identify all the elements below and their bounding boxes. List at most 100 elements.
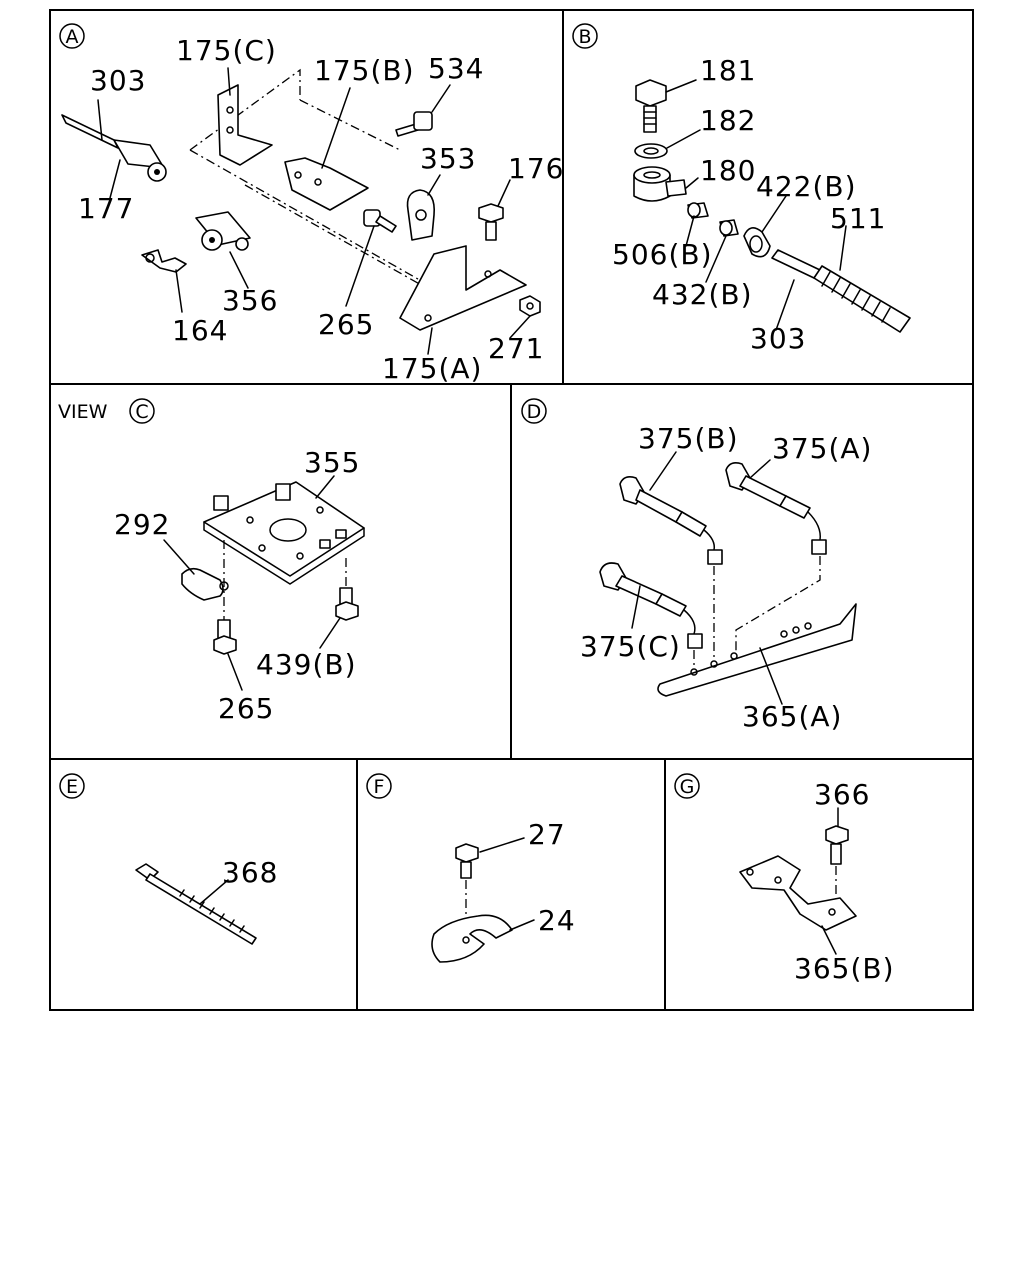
panel-a-letter: A	[66, 26, 79, 48]
panel-e: E 368	[59, 773, 278, 945]
panel-a-leaders	[97, 67, 531, 355]
label-265-a: 265	[318, 308, 374, 341]
sensor-375a	[725, 462, 827, 555]
label-303-b: 303	[750, 322, 806, 355]
label-368: 368	[222, 856, 278, 889]
panel-d-letter: D	[527, 401, 542, 423]
panel-d-marker: D	[521, 398, 547, 424]
panel-f-frame	[356, 758, 666, 1011]
label-355: 355	[304, 446, 360, 479]
nut-271	[519, 295, 541, 317]
bolt-439b	[335, 587, 359, 621]
label-175b: 175(B)	[314, 54, 415, 87]
panel-e-frame	[49, 758, 358, 1011]
bracket-175a	[399, 245, 527, 331]
label-24: 24	[538, 904, 576, 937]
label-375b: 375(B)	[638, 422, 739, 455]
panel-e-marker: E	[59, 773, 85, 799]
leader-365b	[821, 925, 837, 955]
label-271: 271	[488, 332, 544, 365]
label-366: 366	[814, 778, 870, 811]
label-365a: 365(A)	[742, 700, 842, 733]
panel-g-frame	[664, 758, 974, 1011]
panel-d: D	[521, 398, 872, 733]
bolt-27	[455, 843, 479, 879]
bolt-176	[478, 203, 504, 241]
bolt-181	[635, 79, 667, 133]
connector-356	[195, 211, 251, 251]
panel-frames	[49, 9, 974, 1011]
label-353: 353	[420, 142, 476, 175]
leader-27	[479, 837, 525, 853]
panel-f-marker: F	[366, 773, 392, 799]
label-506b: 506(B)	[612, 238, 713, 271]
label-303-a: 303	[90, 64, 146, 97]
panel-c-marker: VIEW C	[58, 398, 155, 424]
elbow-164	[141, 249, 187, 273]
label-534: 534	[428, 52, 484, 85]
fitting-506b	[687, 202, 709, 219]
nut-422b	[743, 227, 771, 258]
panel-g: G 366 365(B)	[674, 773, 895, 985]
label-292: 292	[114, 508, 170, 541]
panel-f: F 27 24	[366, 773, 576, 963]
panel-d-leaders	[631, 451, 783, 705]
label-375c: 375(C)	[580, 630, 681, 663]
panel-a: A	[59, 23, 564, 385]
panel-c-frame	[49, 383, 512, 760]
clip-24	[431, 914, 513, 963]
panel-e-letter: E	[66, 776, 78, 798]
plate-355	[203, 481, 365, 585]
label-356: 356	[222, 284, 278, 317]
bracket-175b	[284, 157, 369, 211]
assembly-guide-a	[189, 68, 456, 301]
label-180: 180	[700, 154, 756, 187]
washer-182	[634, 143, 668, 159]
panel-b: B	[572, 23, 911, 355]
label-375a: 375(A)	[772, 432, 872, 465]
leader-24	[509, 919, 535, 931]
fitting-180	[633, 166, 687, 202]
panel-c-leaders	[163, 475, 341, 691]
bolt-534	[395, 111, 433, 137]
panel-g-letter: G	[680, 776, 695, 798]
cable-303-a	[61, 114, 167, 182]
panel-b-marker: B	[572, 23, 598, 49]
fitting-432b	[719, 219, 739, 237]
label-439b: 439(B)	[256, 648, 357, 681]
bracket-175c	[217, 84, 273, 166]
label-177: 177	[78, 192, 134, 225]
panel-b-letter: B	[578, 26, 591, 48]
bolt-265-c	[213, 619, 237, 655]
panel-a-marker: A	[59, 23, 85, 49]
label-164: 164	[172, 314, 228, 347]
cable-tie-368	[135, 863, 257, 945]
cable-511	[771, 249, 911, 333]
panel-c: VIEW C	[58, 398, 365, 725]
panel-b-leaders	[665, 79, 847, 331]
label-175c: 175(C)	[176, 34, 277, 67]
label-182: 182	[700, 104, 756, 137]
bolt-366	[825, 825, 849, 865]
panel-g-marker: G	[674, 773, 700, 799]
bracket-365a	[657, 603, 857, 697]
clamp-353	[406, 189, 436, 241]
label-265-c: 265	[218, 692, 274, 725]
clip-292	[181, 567, 229, 601]
panel-f-letter: F	[374, 776, 385, 798]
bolt-265-a	[363, 209, 397, 233]
label-511: 511	[830, 202, 886, 235]
label-422b: 422(B)	[756, 170, 857, 203]
label-176: 176	[508, 152, 564, 185]
panel-c-letter: C	[135, 401, 148, 423]
bracket-365b	[739, 855, 857, 931]
label-175a: 175(A)	[382, 352, 482, 385]
label-365b: 365(B)	[794, 952, 895, 985]
leader-368	[199, 879, 229, 905]
sensor-375b	[619, 476, 723, 565]
label-432b: 432(B)	[652, 278, 753, 311]
view-prefix: VIEW	[58, 401, 108, 423]
label-27: 27	[528, 818, 566, 851]
label-181: 181	[700, 54, 756, 87]
